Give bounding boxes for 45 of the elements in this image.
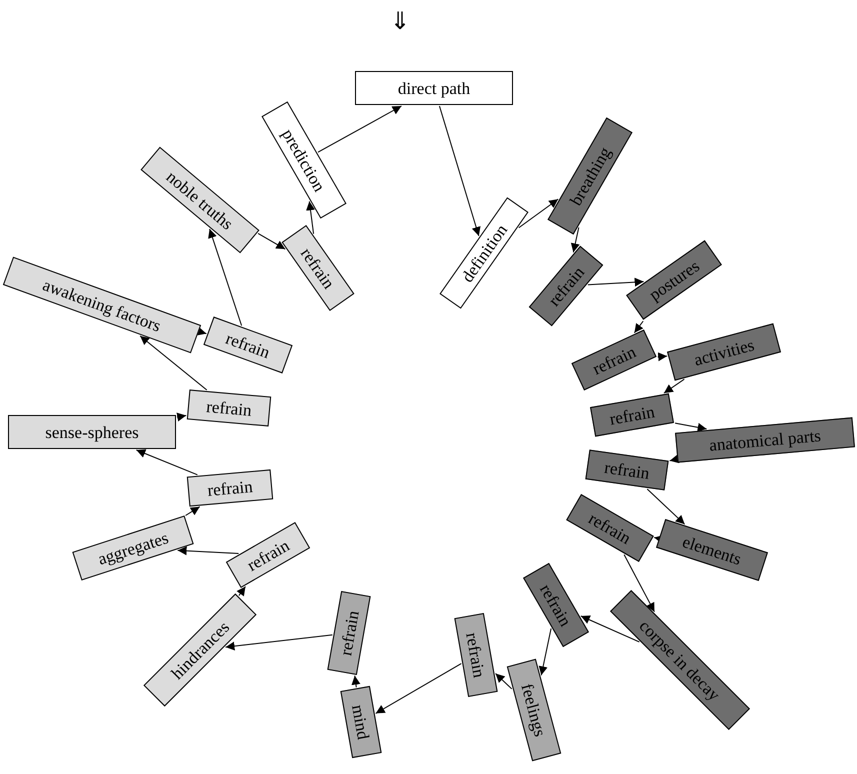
arrow — [438, 106, 481, 236]
arrow — [674, 422, 708, 432]
arrow — [663, 378, 685, 394]
arrow — [306, 200, 315, 234]
section-box: feelings — [506, 658, 562, 762]
arrow — [375, 663, 462, 714]
arrow — [140, 335, 208, 390]
arrow — [185, 506, 200, 516]
section-box: refrain — [327, 591, 371, 675]
arrow — [196, 326, 207, 336]
arrow — [518, 198, 559, 228]
arrow — [580, 616, 640, 642]
arrow — [538, 628, 552, 676]
section-box: refrain — [226, 522, 310, 588]
section-box: refrain — [203, 316, 293, 374]
arrow — [495, 673, 512, 690]
section-box: refrain — [186, 389, 272, 427]
arrow — [646, 488, 686, 525]
arrow — [225, 634, 333, 651]
arrow — [669, 454, 680, 464]
arrow — [657, 352, 668, 362]
arrow — [208, 228, 242, 326]
arrow — [318, 106, 402, 153]
down-arrow-symbol: ⇓ — [390, 10, 410, 34]
section-box: refrain — [454, 613, 498, 697]
section-box: anatomical parts — [675, 417, 855, 463]
arrow — [258, 232, 286, 250]
arrow — [587, 278, 644, 287]
arrow — [624, 554, 655, 612]
section-box: sense-spheres — [8, 415, 176, 449]
section-box: mind — [340, 686, 382, 758]
section-box: refrain — [590, 393, 674, 437]
section-box: activities — [667, 323, 781, 381]
arrow — [176, 412, 187, 422]
arrow — [634, 320, 644, 334]
arrow — [136, 449, 198, 476]
section-box: elements — [656, 519, 768, 581]
arrow — [236, 586, 246, 596]
arrow — [570, 226, 580, 253]
arrow — [352, 675, 360, 688]
arrow — [177, 546, 240, 556]
section-box: direct path — [355, 71, 513, 105]
section-box: refrain — [571, 330, 657, 390]
section-box: refrain — [585, 450, 669, 490]
section-box: refrain — [186, 469, 274, 507]
